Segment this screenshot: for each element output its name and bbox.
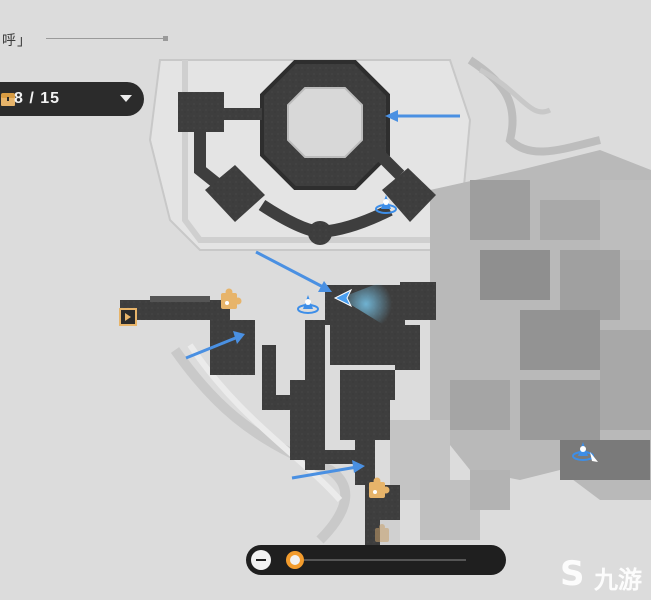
puzzle-piece-icon[interactable] <box>221 288 242 310</box>
site-watermark-logo: S 九游 <box>560 552 650 594</box>
watermark-text: 九游 <box>594 566 642 594</box>
minus-icon[interactable] <box>251 550 271 570</box>
player-view-cone <box>340 278 392 330</box>
title-divider <box>46 36 168 41</box>
terrain-east-district <box>390 150 651 540</box>
space-anchor-icon[interactable] <box>297 295 319 314</box>
puzzle-piece-icon[interactable] <box>369 477 390 499</box>
zoom-control <box>246 545 506 575</box>
collectible-counter-dropdown[interactable]: 8 / 15 <box>0 82 144 116</box>
zoom-slider-handle[interactable] <box>286 551 304 569</box>
zoom-slider-track[interactable] <box>286 559 466 561</box>
exit-door-icon[interactable] <box>119 308 137 326</box>
chest-icon <box>1 93 15 106</box>
player-arrow-icon <box>333 288 353 308</box>
puzzle-piece-icon[interactable] <box>375 524 389 542</box>
guide-arrowhead-west <box>233 331 245 344</box>
watermark-glyph: S <box>560 554 585 594</box>
collectible-count: 8 / 15 <box>14 90 61 107</box>
guide-arrow-west <box>185 335 239 360</box>
guide-arrows <box>185 110 460 480</box>
guide-arrow-south <box>291 465 358 480</box>
guide-arrowhead-center <box>318 281 332 292</box>
space-anchor-icon[interactable] <box>375 195 397 214</box>
guide-arrowhead-south <box>352 460 365 473</box>
caret-down-icon[interactable] <box>120 95 132 102</box>
west-corridors <box>120 296 312 460</box>
guide-arrowhead-north <box>385 110 398 122</box>
guide-arrow-center <box>255 250 326 290</box>
map-title: 呼」 <box>2 33 32 49</box>
north-octagon-hall <box>178 60 436 245</box>
cursor-icon <box>590 452 598 462</box>
